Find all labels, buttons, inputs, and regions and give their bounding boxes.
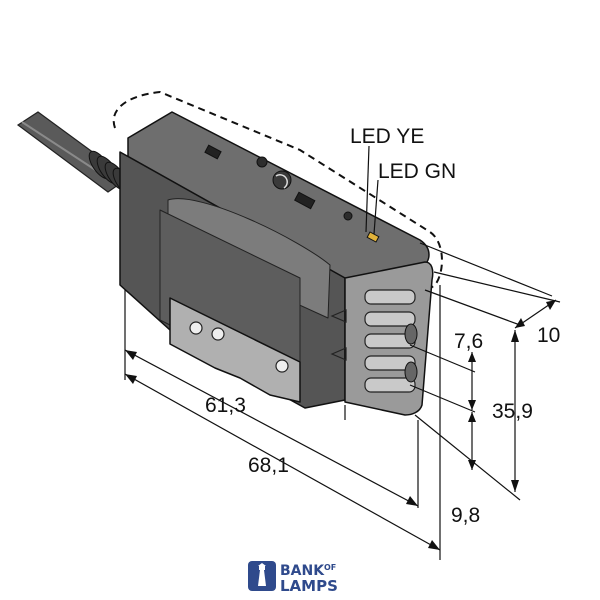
label-dim-68-1: 68,1	[248, 454, 289, 477]
leader-led-gn	[373, 179, 379, 235]
label-dim-10: 10	[537, 324, 560, 347]
label-dim-61-3: 61,3	[205, 394, 246, 417]
mounting-foot	[169, 297, 301, 403]
dim-line-68-1	[124, 373, 441, 551]
dip-switch-left	[204, 144, 222, 160]
top-controls	[204, 144, 380, 243]
cover-outline-dashed	[112, 90, 443, 293]
bank-of-lamps-logo: BANK OF LAMPS	[248, 561, 338, 595]
adjustment-dial	[272, 170, 292, 190]
direction-arrow-upper	[330, 309, 347, 323]
led-ye-indicator	[366, 231, 380, 243]
fiber-port-ribs	[364, 289, 416, 393]
dim-line-61-3	[124, 349, 419, 507]
mounting-holes	[189, 321, 289, 373]
logo-bank: BANK	[280, 563, 325, 579]
logo-lamps: LAMPS	[280, 577, 338, 595]
logo-of: OF	[324, 563, 336, 572]
label-led-ye: LED YE	[350, 125, 424, 148]
fiber-port-upper	[404, 323, 418, 345]
indicator-small	[256, 156, 268, 168]
dimension-arrowheads	[125, 300, 556, 550]
direction-arrow-lower	[330, 347, 347, 361]
dip-switch-right	[294, 191, 316, 210]
label-led-gn: LED GN	[378, 160, 456, 183]
leader-led-ye	[365, 145, 370, 233]
fiber-port-lower	[404, 361, 418, 383]
label-dim-35-9: 35,9	[492, 400, 533, 423]
lighthouse-icon	[248, 561, 276, 591]
label-dim-7-6: 7,6	[454, 330, 483, 353]
indicator-small-2	[343, 211, 353, 221]
label-dim-9-8: 9,8	[451, 504, 480, 527]
